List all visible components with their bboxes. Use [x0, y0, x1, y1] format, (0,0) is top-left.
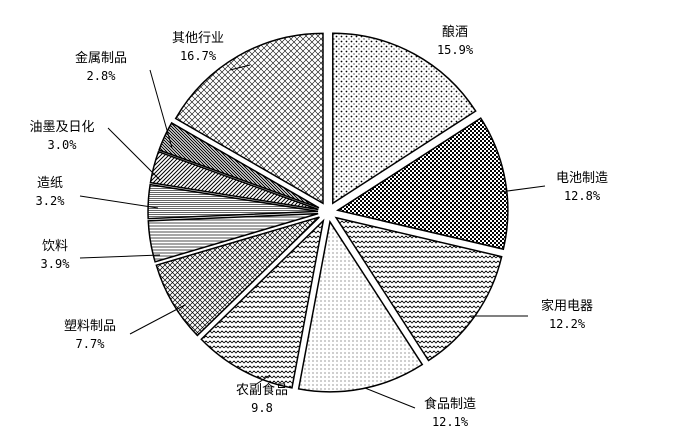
slice-label-10: 金属制品 — [75, 50, 127, 66]
leader-lines — [79, 64, 546, 409]
leader-line-5 — [254, 374, 271, 386]
slice-value-10: 2.8% — [87, 69, 117, 83]
slice-label-1: 酿酒 — [442, 24, 468, 40]
slice-value-8: 3.2% — [36, 194, 66, 208]
pie-slice-1 — [332, 32, 477, 205]
slice-value-9: 3.0% — [48, 138, 78, 152]
slice-value-11: 16.7% — [180, 49, 217, 63]
leader-line-11 — [229, 64, 251, 71]
pie-slice-5 — [200, 218, 325, 389]
slice-value-7: 3.9% — [41, 257, 71, 271]
slice-labels: 酿酒 15.9% 电池制造 12.8% 家用电器 12.2% 食品制造 12.1% 农副食品 9.… — [29, 24, 608, 429]
slice-label-8: 造纸 — [37, 176, 63, 191]
pie-slices — [147, 32, 509, 393]
leader-line-8 — [79, 195, 159, 209]
slice-value-6: 7.7% — [76, 337, 106, 351]
slice-label-5: 农副食品 — [236, 382, 288, 398]
slice-label-11: 其他行业 — [172, 31, 224, 46]
pie-slice-4 — [297, 219, 424, 393]
pie-slice-11 — [174, 32, 324, 205]
slice-label-7: 饮料 — [42, 239, 68, 254]
pie-slice-6 — [155, 216, 320, 337]
pie-slice-2 — [335, 117, 509, 251]
pie-slice-10 — [158, 121, 320, 209]
leader-line-7 — [79, 254, 161, 259]
slice-label-3: 家用电器 — [541, 298, 593, 314]
slice-label-9: 油墨及日化 — [29, 120, 94, 135]
slice-value-4: 12.1% — [432, 415, 469, 429]
leader-line-9 — [107, 127, 161, 181]
leader-line-2 — [499, 185, 546, 193]
slice-value-2: 12.8% — [564, 189, 601, 203]
pie-slice-8 — [147, 183, 319, 220]
slice-value-5: 9.8 — [251, 401, 273, 415]
leader-line-4 — [364, 387, 416, 409]
slice-value-3: 12.2% — [549, 317, 586, 331]
slice-label-6: 塑料制品 — [64, 319, 116, 334]
pie-slice-9 — [149, 150, 319, 211]
leader-line-6 — [129, 304, 186, 335]
leader-line-10 — [149, 69, 173, 149]
slice-label-4: 食品制造 — [424, 396, 476, 412]
slice-value-1: 15.9% — [437, 43, 474, 57]
slice-label-2: 电池制造 — [556, 171, 608, 186]
pie-slice-7 — [147, 212, 319, 263]
